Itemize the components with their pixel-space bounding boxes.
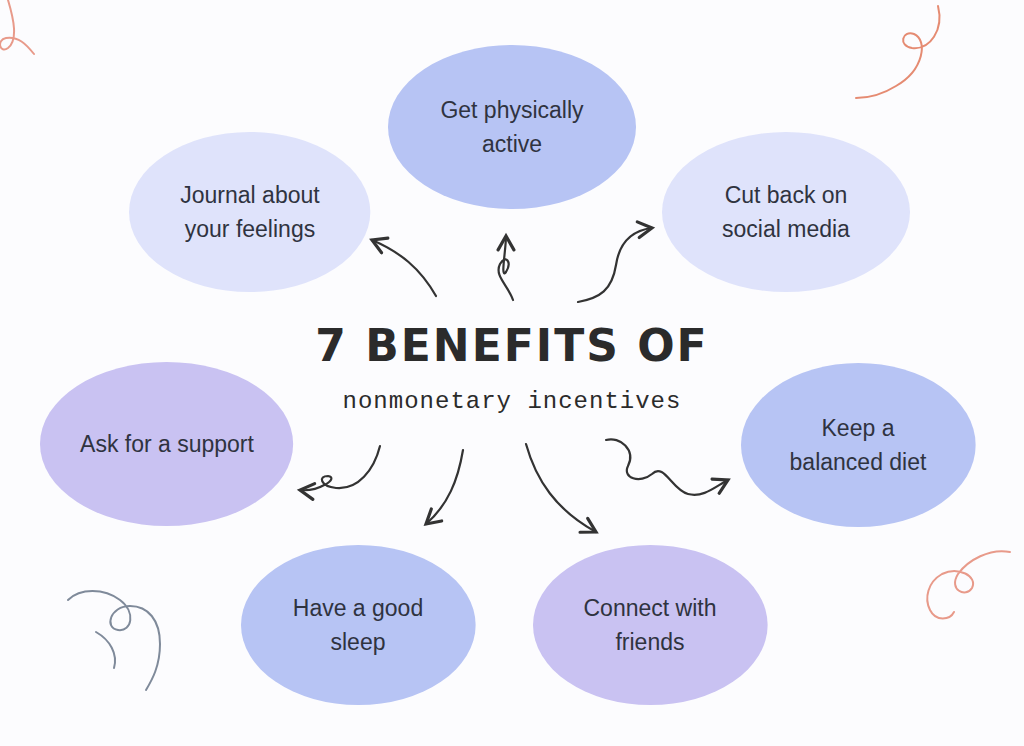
ellipse-fill bbox=[533, 545, 768, 705]
squiggle bbox=[856, 6, 939, 98]
ellipse-fill bbox=[40, 362, 293, 526]
text-holder: Cut back on social media bbox=[701, 178, 871, 247]
text-holder: Keep a balanced diet bbox=[778, 411, 938, 480]
ellipse-shape bbox=[662, 132, 910, 292]
arrow bbox=[372, 240, 436, 296]
arrow bbox=[578, 228, 652, 302]
node-text: Keep a balanced diet bbox=[778, 411, 938, 480]
node-text: Ask for a support bbox=[80, 427, 254, 462]
node-text: Cut back on social media bbox=[701, 178, 871, 247]
ellipse-fill bbox=[741, 363, 976, 527]
arrows bbox=[300, 228, 728, 532]
node-text: Get physically active bbox=[427, 93, 597, 162]
text-holder: Get physically active bbox=[427, 93, 597, 162]
benefit-ellipse: Keep a balanced diet bbox=[741, 363, 976, 527]
arrow bbox=[606, 439, 728, 494]
text-holder: Connect with friends bbox=[570, 591, 730, 660]
benefit-ellipse: Journal about your feelings bbox=[129, 132, 370, 292]
ellipse-fill bbox=[241, 545, 476, 705]
ellipse-shape bbox=[241, 545, 476, 705]
benefit-ellipse: Cut back on social media bbox=[662, 132, 910, 292]
ellipse-shape bbox=[533, 545, 768, 705]
arrow bbox=[300, 446, 380, 490]
squiggle bbox=[927, 551, 1010, 618]
arrow bbox=[426, 450, 463, 524]
arrow bbox=[499, 236, 513, 300]
ellipse-shape bbox=[741, 363, 976, 527]
text-holder: Ask for a support bbox=[80, 427, 254, 462]
ellipse-fill bbox=[662, 132, 910, 292]
squiggle bbox=[68, 591, 160, 690]
ellipse-shape bbox=[129, 132, 370, 292]
squiggle bbox=[96, 632, 115, 668]
ellipse-shape bbox=[388, 45, 636, 209]
node-text: Journal about your feelings bbox=[167, 178, 332, 247]
benefit-ellipse: Have a good sleep bbox=[241, 545, 476, 705]
text-holder: Journal about your feelings bbox=[167, 178, 332, 247]
node-text: Have a good sleep bbox=[278, 591, 438, 660]
ellipse-fill bbox=[129, 132, 370, 292]
node-text: Connect with friends bbox=[570, 591, 730, 660]
benefit-ellipse: Get physically active bbox=[388, 45, 636, 209]
ellipse-fill bbox=[388, 45, 636, 209]
benefit-ellipse: Connect with friends bbox=[533, 545, 768, 705]
squiggle bbox=[0, 0, 34, 54]
arrow bbox=[526, 444, 596, 532]
benefit-ellipse: Ask for a support bbox=[40, 362, 293, 526]
text-holder: Have a good sleep bbox=[278, 591, 438, 660]
